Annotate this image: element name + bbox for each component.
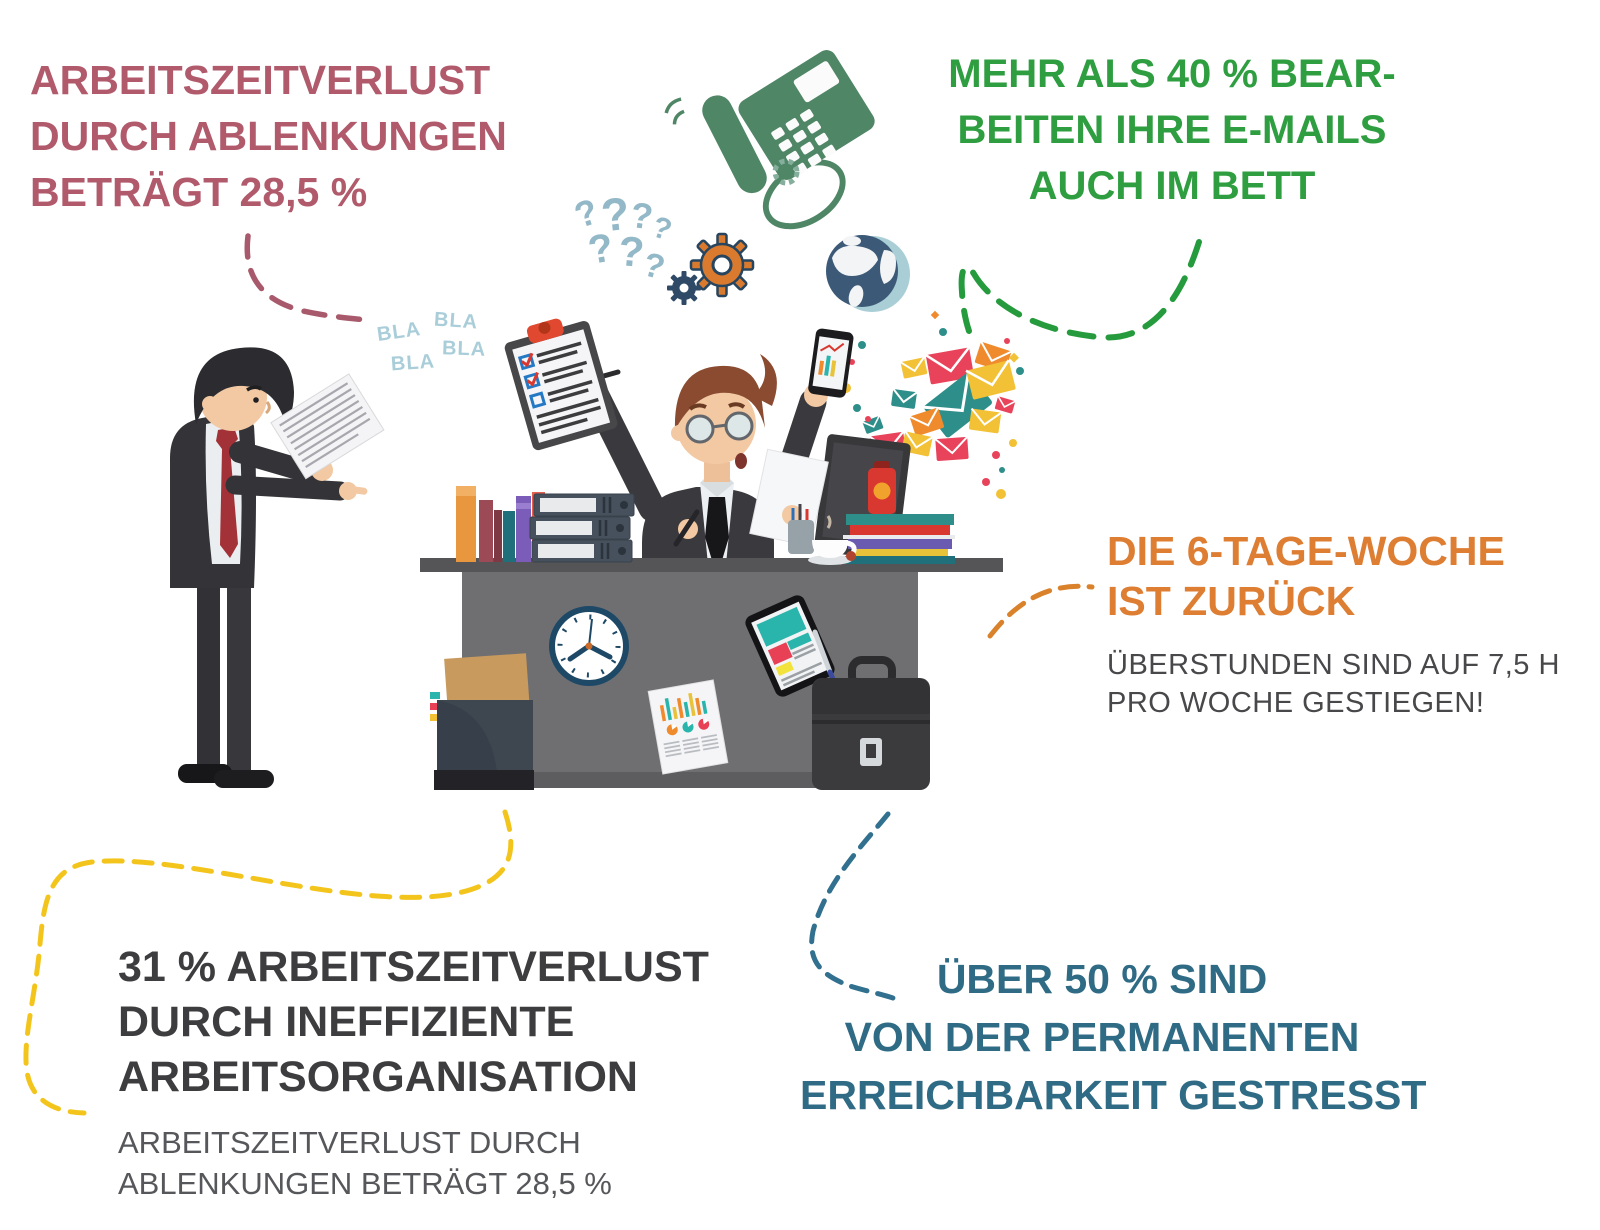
books-row-icon	[456, 486, 545, 562]
stat-permanent-reachability: ÜBER 50 % SIND VON DER PERMANENTEN ERREI…	[800, 950, 1427, 1124]
envelope-icon	[994, 395, 1016, 414]
stat-line: 31 % ARBEITSZEITVERLUST	[118, 943, 709, 991]
talking-manager-character	[170, 347, 368, 788]
envelope-icon	[925, 346, 974, 385]
question-mark: ?	[599, 187, 632, 242]
question-mark: ?	[616, 227, 646, 276]
clock-icon	[549, 606, 629, 686]
desk	[420, 558, 1003, 790]
stat-line: VON DER PERMANENTEN	[844, 1014, 1360, 1060]
stat-subline: ÜBERSTUNDEN SIND AUF 7,5 H	[1107, 649, 1560, 681]
small-gear-icon	[667, 271, 701, 305]
stylus-pen-icon	[812, 629, 833, 675]
bla-word: BLA	[441, 337, 487, 361]
desk-phone-icon	[664, 50, 875, 230]
envelope-icon	[891, 388, 918, 409]
stat-subtext: ÜBERSTUNDEN SIND AUF 7,5 H PRO WOCHE GES…	[1107, 646, 1560, 722]
stat-line: DIE 6-TAGE-WOCHE	[1107, 528, 1505, 574]
bla-word: BLA	[433, 308, 479, 334]
connector-reachability-line	[809, 811, 896, 1001]
stat-subline: PRO WOCHE GESTIEGEN!	[1107, 687, 1485, 719]
stat-inefficient-organisation: 31 % ARBEITSZEITVERLUST DURCH INEFFIZIEN…	[118, 940, 709, 1204]
binder-stack-icon	[529, 493, 635, 563]
stat-six-day-week: DIE 6-TAGE-WOCHE IST ZURÜCK ÜBERSTUNDEN …	[1107, 526, 1560, 722]
chart-paper-icon	[647, 679, 729, 775]
envelope-icon	[909, 406, 944, 437]
connector-six-day-line	[987, 583, 1095, 639]
coffee-cup-icon	[808, 515, 857, 565]
book-stack-icon	[843, 514, 955, 564]
stat-line: BETRÄGT 28,5 %	[30, 169, 368, 215]
stat-line: ERREICHBARKEIT GESTRESST	[800, 1072, 1427, 1118]
green-gear-icon	[772, 158, 800, 186]
document-icon	[270, 373, 385, 480]
stat-distraction: ARBEITSZEITVERLUST DURCH ABLENKUNGEN BET…	[30, 52, 507, 220]
connectors	[23, 233, 1202, 1116]
stat-subline: ARBEITSZEITVERLUST DURCH	[118, 1125, 581, 1160]
stat-line: DURCH ABLENKUNGEN	[30, 113, 507, 159]
clipboard-icon	[504, 318, 618, 451]
stat-line: IST ZURÜCK	[1107, 578, 1356, 624]
stat-line: BEITEN IHRE E-MAILS	[957, 108, 1387, 152]
tablet-icon	[745, 595, 835, 697]
smartphone-icon	[808, 328, 854, 398]
red-tie	[216, 427, 238, 558]
stat-line: MEHR ALS 40 % BEAR-	[948, 52, 1396, 96]
stat-subtext: ARBEITSZEITVERLUST DURCH ABLENKUNGEN BET…	[118, 1122, 709, 1204]
stat-subline: ABLENKUNGEN BETRÄGT 28,5 %	[118, 1166, 612, 1201]
thermos-icon	[868, 461, 896, 514]
folder-organizer-icon	[430, 653, 534, 790]
stat-line: ÜBER 50 % SIND	[936, 956, 1268, 1002]
connector-emails-line	[958, 239, 1202, 341]
black-tie	[705, 497, 729, 577]
question-marks-icon: ? ? ? ? ? ? ?	[569, 187, 675, 288]
envelope-icon	[965, 359, 1016, 400]
bla-word: BLA	[390, 350, 436, 376]
connector-distraction-line	[244, 233, 369, 323]
globe-icon	[826, 235, 910, 312]
stat-line: DURCH INEFFIZIENTE	[118, 998, 575, 1046]
stat-line: AUCH IM BETT	[1028, 164, 1316, 208]
stat-emails: MEHR ALS 40 % BEAR- BEITEN IHRE E-MAILS …	[925, 46, 1419, 214]
stat-line: ARBEITSORGANISATION	[118, 1053, 638, 1101]
briefcase-icon	[812, 656, 930, 790]
pen-cup-icon	[788, 504, 814, 554]
envelope-icon	[934, 436, 969, 461]
gear-icon	[689, 232, 755, 298]
envelope-icon	[899, 356, 928, 379]
connector-organisation-line	[23, 809, 514, 1116]
glasses-icon	[685, 411, 754, 444]
shoe	[214, 770, 274, 788]
envelope-icon	[968, 407, 1002, 434]
stat-line: ARBEITSZEITVERLUST	[30, 57, 491, 103]
